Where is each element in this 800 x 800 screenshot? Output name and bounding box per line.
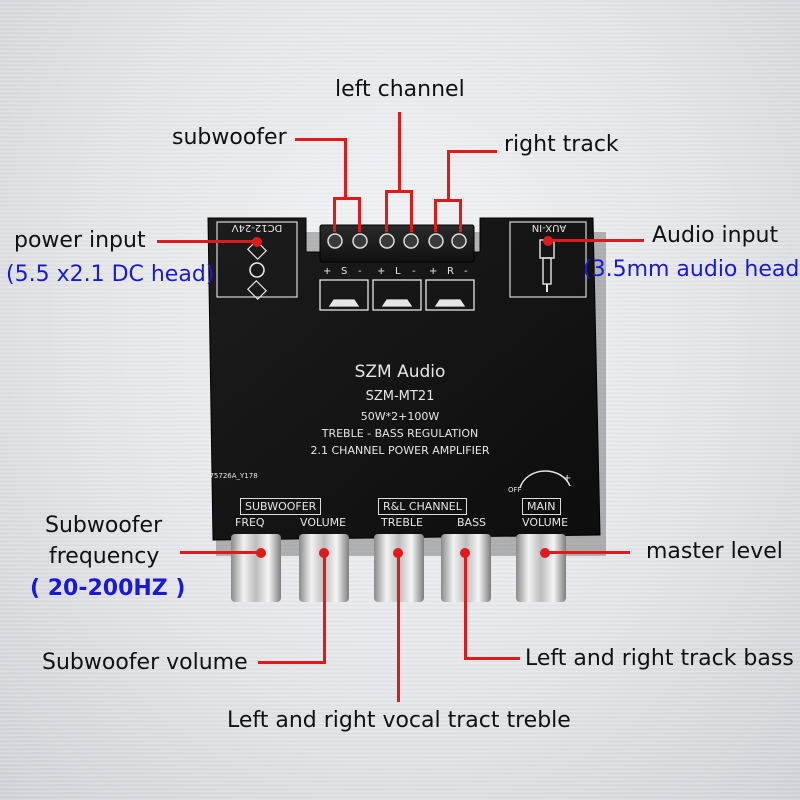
treble-line: [397, 552, 400, 702]
brand-name: SZM Audio: [354, 362, 446, 382]
model-number: SZM-MT21: [365, 389, 435, 404]
sub-volume-line-h: [258, 661, 326, 664]
feature-text: TREBLE - BASS REGULATION: [321, 427, 479, 440]
terminal-mark-8: R: [447, 266, 454, 277]
knob-label-main-volume: VOLUME: [522, 516, 569, 529]
sub-freq-line: [180, 551, 260, 554]
subwoofer-line-v: [344, 138, 347, 198]
subwoofer-label: subwoofer: [172, 125, 287, 150]
treble-label: Left and right vocal tract treble: [227, 708, 571, 733]
bass-line-v: [464, 552, 467, 660]
sub-volume-line-v: [323, 552, 326, 664]
sub-freq-label-1: Subwoofer: [45, 513, 163, 538]
terminal-mark-7: +: [429, 266, 438, 277]
dc-label: DC12-24V: [231, 222, 283, 233]
audio-input-label: Audio input: [652, 223, 779, 248]
audio-input-detail: (3.5mm audio head): [583, 257, 800, 282]
terminal-mark-1: +: [323, 266, 332, 277]
power-input-dot: [252, 237, 262, 247]
master-line: [545, 551, 630, 554]
left-channel-leg-2: [410, 190, 413, 232]
subwoofer-bracket: [333, 197, 361, 200]
terminal-mark-3: -: [358, 266, 362, 277]
power-input-detail: (5.5 x2.1 DC head): [6, 262, 215, 287]
sub-volume-dot: [319, 548, 329, 558]
right-track-leg-2: [459, 199, 462, 232]
master-level-label: master level: [646, 539, 783, 564]
treble-dot: [393, 548, 403, 558]
description-text: 2.1 CHANNEL POWER AMPLIFIER: [310, 444, 490, 457]
left-channel-leg-1: [385, 190, 388, 232]
bass-line-h: [464, 657, 520, 660]
knob-label-bass: BASS: [457, 516, 487, 529]
right-track-label: right track: [504, 132, 619, 157]
right-track-line-v: [447, 150, 450, 200]
sub-freq-label-2: frequency: [49, 544, 160, 569]
audio-input-dot: [543, 236, 553, 246]
subwoofer-group-label: SUBWOOFER: [240, 498, 322, 515]
subwoofer-leg-2: [358, 197, 361, 232]
subwoofer-line-h: [295, 138, 347, 141]
left-channel-label: left channel: [335, 77, 465, 102]
right-track-line-h: [447, 150, 497, 153]
main-plus-label: +: [563, 473, 572, 484]
knob-label-freq: FREQ: [235, 516, 265, 529]
master-dot: [540, 548, 550, 558]
power-input-line: [157, 240, 257, 243]
terminal-mark-9: -: [464, 266, 468, 277]
terminal-mark-5: L: [395, 266, 401, 277]
bass-label: Left and right track bass: [525, 646, 794, 671]
sub-freq-range: ( 20-200HZ ): [30, 576, 186, 601]
right-track-leg-1: [434, 199, 437, 232]
terminal-mark-2: S: [341, 266, 348, 277]
pcb-code: 375726A_Y178: [205, 472, 258, 480]
knob-label-sub-volume: VOLUME: [300, 516, 347, 529]
sub-freq-dot: [256, 548, 266, 558]
power-input-label: power input: [14, 228, 146, 253]
aux-label: AUX-IN: [531, 222, 567, 233]
audio-input-line: [548, 239, 644, 242]
knob-label-treble: TREBLE: [381, 516, 423, 529]
terminal-mark-6: -: [412, 266, 416, 277]
power-rating: 50W*2+100W: [360, 410, 440, 423]
subwoofer-leg-1: [333, 197, 336, 232]
left-channel-bracket: [385, 190, 413, 193]
right-track-bracket: [434, 199, 462, 202]
bass-dot: [460, 548, 470, 558]
screw-terminals: [327, 233, 467, 249]
terminal-mark-4: +: [377, 266, 386, 277]
main-off-label: OFF: [508, 486, 522, 494]
sub-volume-label: Subwoofer volume: [42, 650, 248, 675]
rl-channel-group-label: R&L CHANNEL: [378, 498, 467, 515]
speaker-icons: [319, 279, 475, 311]
main-group-label: MAIN: [522, 498, 561, 515]
left-channel-line: [398, 112, 401, 190]
